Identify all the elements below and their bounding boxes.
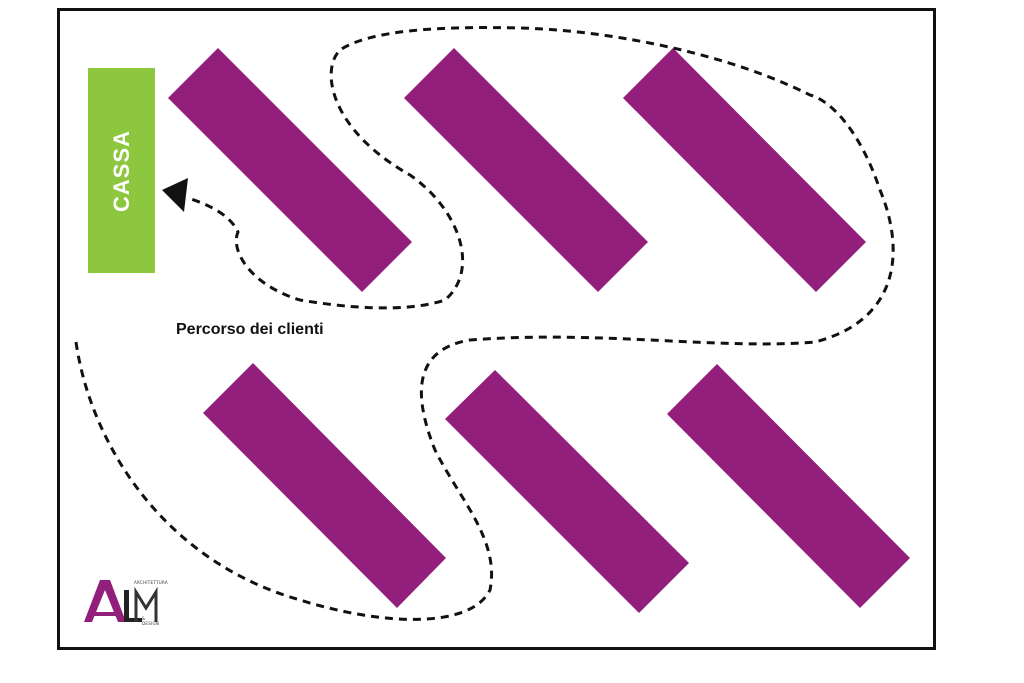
logo-text-line1: ARCHITETTURA xyxy=(134,580,168,585)
logo-text-line2: & DESIGN xyxy=(142,616,160,626)
shelf-top-1 xyxy=(168,48,412,292)
shelf-bottom-1 xyxy=(203,363,446,608)
shelves-group xyxy=(168,48,910,613)
logo-icon xyxy=(84,580,158,622)
arrow-head-icon xyxy=(162,178,188,212)
shelf-top-2 xyxy=(404,48,648,292)
cashier-label: CASSA xyxy=(108,129,134,212)
cashier-counter: CASSA xyxy=(88,68,155,273)
shelf-top-3 xyxy=(623,48,866,292)
shelf-bottom-3 xyxy=(667,364,910,608)
customer-path-label: Percorso dei clienti xyxy=(176,321,324,338)
company-logo: ARCHITETTURA & DESIGN xyxy=(84,576,168,626)
shelf-bottom-2 xyxy=(445,370,689,613)
customer-path-line xyxy=(74,26,895,621)
